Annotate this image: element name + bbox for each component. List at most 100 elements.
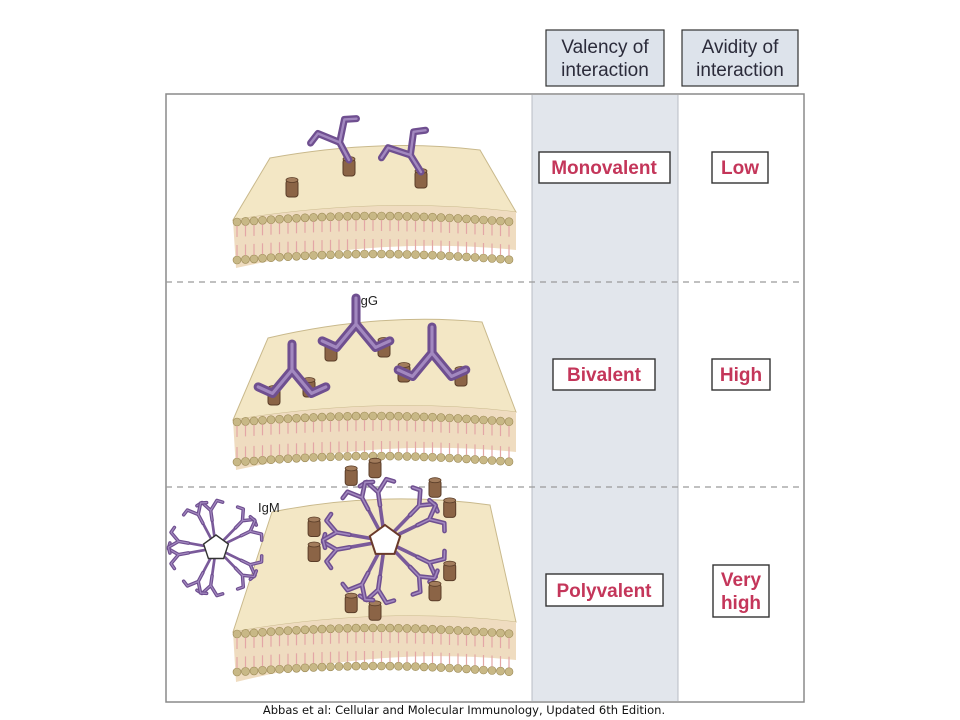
lipid-head <box>479 665 488 675</box>
lipid-head <box>309 453 318 462</box>
lipid-head <box>402 452 412 461</box>
lipid-head <box>462 252 471 262</box>
lipid-head <box>419 452 429 462</box>
lipid-head <box>470 253 480 262</box>
lipid-head <box>462 214 471 224</box>
avidity-value: Low <box>721 158 759 179</box>
lipid-head <box>258 415 267 425</box>
lipid-head <box>453 626 463 635</box>
antigen <box>307 541 321 562</box>
lipid-head <box>275 664 284 674</box>
antigen <box>285 177 299 198</box>
lipid-head <box>317 452 327 462</box>
lipid-head <box>292 663 301 673</box>
lipid-head <box>504 217 514 226</box>
lipid-head <box>283 454 293 464</box>
lipid-head <box>249 456 259 466</box>
avidity-value: High <box>720 365 762 386</box>
lipid-head <box>470 455 480 464</box>
igm-label: IgM <box>258 500 280 515</box>
lipid-head <box>360 661 369 671</box>
lipid-head <box>445 625 454 635</box>
lipid-head <box>292 214 301 223</box>
lipid-head <box>360 451 369 461</box>
lipid-head <box>436 663 446 672</box>
lipid-head <box>445 453 454 463</box>
lipid-head <box>292 453 301 463</box>
lipid-head <box>436 413 446 422</box>
lipid-head <box>394 249 403 259</box>
antigen <box>307 516 321 537</box>
lipid-head <box>377 661 386 671</box>
lipid-head <box>436 213 446 222</box>
lipid-head <box>394 623 403 633</box>
lipid-head <box>241 217 250 226</box>
lipid-head <box>241 417 250 426</box>
lipid-head <box>258 455 267 465</box>
lipid-head <box>334 452 344 461</box>
lipid-head <box>453 414 463 423</box>
lipid-head <box>419 412 429 422</box>
lipid-head <box>249 628 259 638</box>
lipid-head <box>453 214 463 223</box>
avidity-value: Very <box>721 570 762 591</box>
lipid-head <box>334 412 344 421</box>
lipid-head <box>300 663 310 673</box>
lipid-head <box>504 457 514 467</box>
lipid-head <box>300 625 310 635</box>
lipid-head <box>402 412 412 421</box>
lipid-head <box>351 451 361 461</box>
lipid-head <box>275 414 284 424</box>
lipid-head <box>232 457 242 467</box>
lipid-head <box>445 213 454 223</box>
lipid-head <box>428 412 437 422</box>
valency-value: Polyvalent <box>556 581 652 602</box>
lipid-head <box>487 628 497 637</box>
lipid-head <box>241 255 250 264</box>
lipid-head <box>300 453 310 463</box>
valency-badge-polyvalent: Polyvalent <box>545 573 664 607</box>
lipid-head <box>275 454 284 464</box>
lipid-head <box>249 666 259 676</box>
antigen <box>368 457 382 479</box>
lipid-head <box>309 663 318 672</box>
lipid-head <box>411 624 420 633</box>
valency-column <box>532 95 678 701</box>
membrane-monovalent <box>232 145 517 268</box>
valency-value: Bivalent <box>567 365 642 386</box>
lipid-head <box>445 663 454 673</box>
valency-value: Monovalent <box>551 158 657 179</box>
lipid-head <box>360 249 369 259</box>
avidity-badge-very-high: Very high <box>712 564 770 618</box>
lipid-head <box>496 216 505 226</box>
lipid-head <box>462 664 471 674</box>
lipid-head <box>351 249 361 259</box>
lipid-head <box>411 212 420 221</box>
lipid-head <box>283 626 293 636</box>
lipid-head <box>428 250 437 260</box>
lipid-head <box>317 212 327 222</box>
lipid-head <box>479 415 488 425</box>
lipid-head <box>462 626 471 636</box>
antigen <box>368 600 382 621</box>
lipid-head <box>436 625 446 634</box>
lipid-head <box>343 623 352 633</box>
lipid-head <box>402 624 412 633</box>
lipid-head <box>309 413 318 422</box>
lipid-head <box>266 665 276 675</box>
lipid-head <box>343 250 352 259</box>
lipid-head <box>351 411 361 421</box>
lipid-head <box>496 254 505 264</box>
lipid-head <box>266 215 276 224</box>
lipid-head <box>266 455 276 465</box>
lipid-head <box>428 212 437 222</box>
lipid-head <box>504 667 514 677</box>
lipid-head <box>317 412 327 422</box>
lipid-head <box>292 413 301 423</box>
source-caption: Abbas et al: Cellular and Molecular Immu… <box>263 703 665 717</box>
lipid-head <box>326 250 335 260</box>
lipid-head <box>343 661 352 671</box>
lipid-head <box>487 216 497 225</box>
lipid-head <box>343 411 352 421</box>
